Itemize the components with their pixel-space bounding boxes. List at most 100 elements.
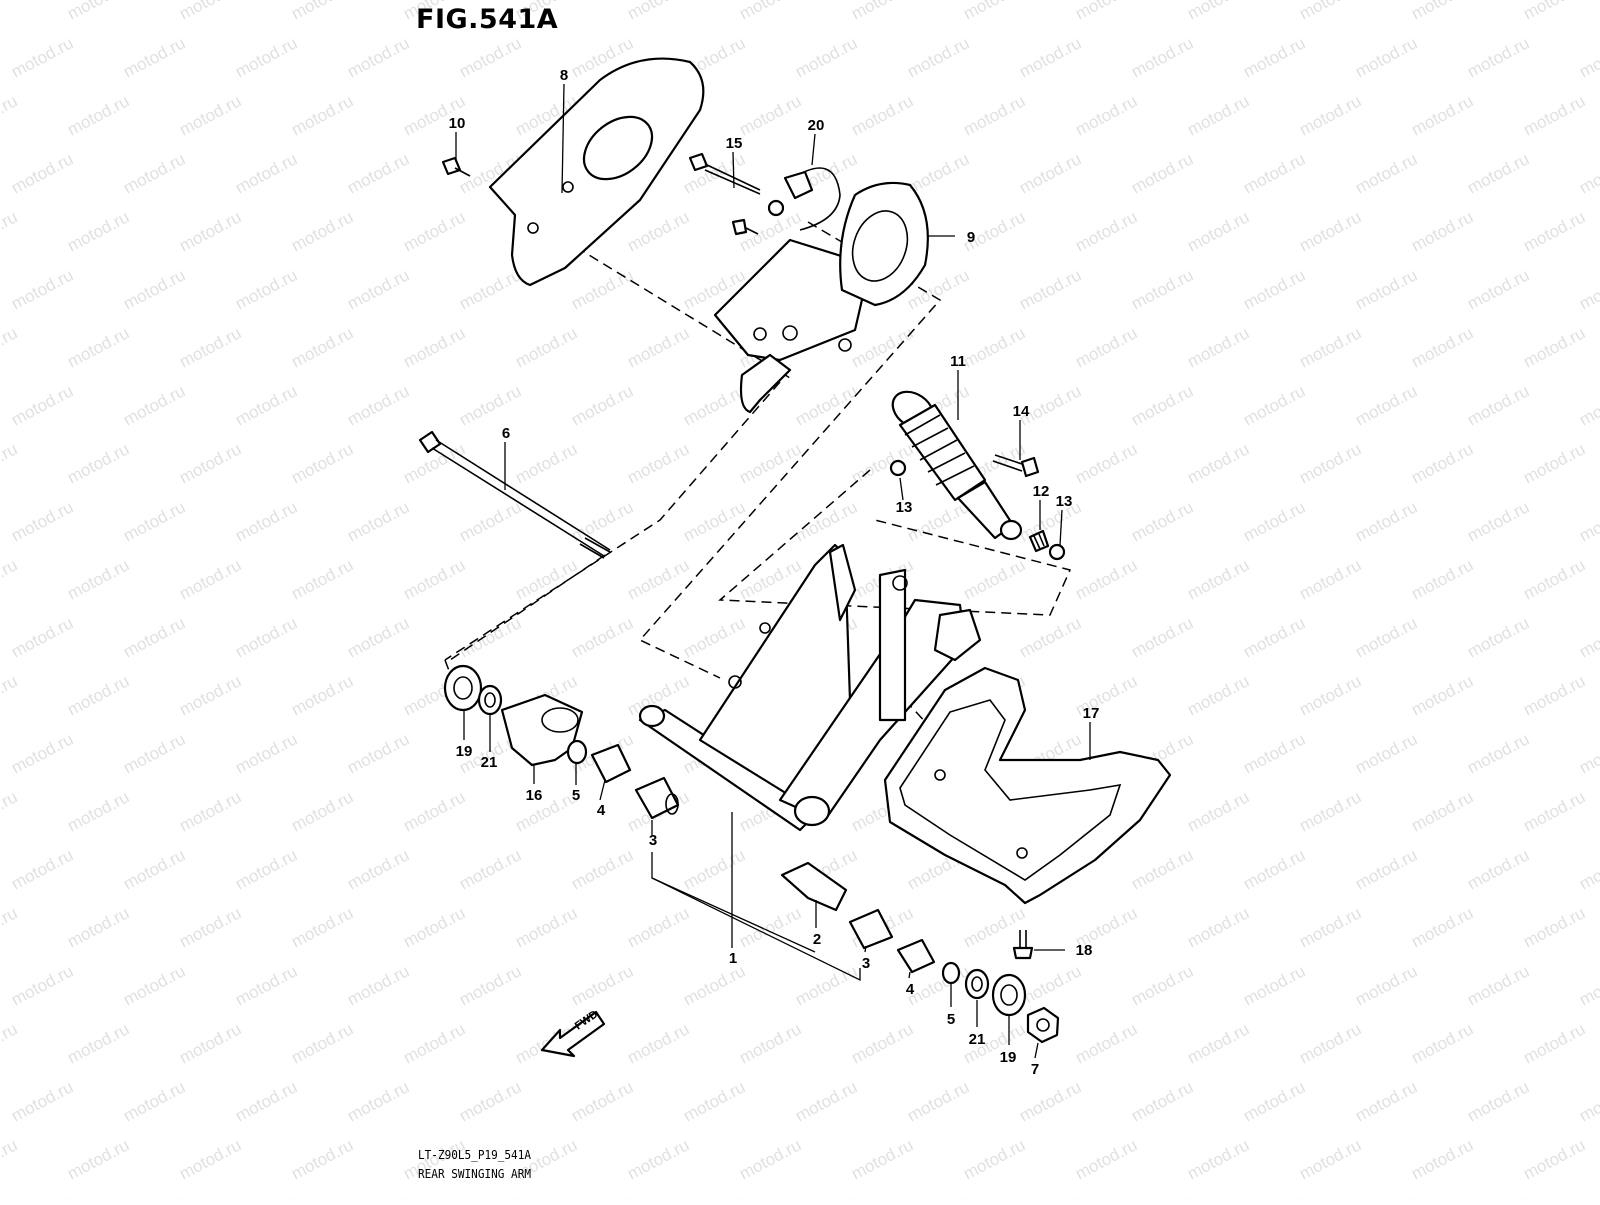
watermark-text: motod.ru	[232, 1077, 300, 1125]
watermark-text: motod.ru	[288, 439, 356, 487]
washer-21-right	[964, 968, 990, 1000]
watermark-text: motod.ru	[8, 613, 76, 661]
watermark-text: motod.ru	[1240, 1193, 1308, 1200]
watermark-text: motod.ru	[624, 323, 692, 371]
watermark-text: motod.ru	[1184, 787, 1252, 835]
spacer-4-left	[590, 743, 632, 784]
watermark-text: motod.ru	[8, 845, 76, 893]
watermark-text: motod.ru	[8, 961, 76, 1009]
watermark-text: motod.ru	[176, 1135, 244, 1183]
watermark-text: motod.ru	[1576, 381, 1600, 429]
pivot-nut-7	[1026, 1006, 1060, 1044]
watermark-text: motod.ru	[1072, 91, 1140, 139]
figure-title: FIG.541A	[416, 4, 559, 35]
callout-15: 15	[726, 135, 743, 152]
watermark-text: motod.ru	[64, 787, 132, 835]
watermark-text: motod.ru	[904, 33, 972, 81]
bushing-3-right	[848, 908, 894, 950]
watermark-text: motod.ru	[1184, 671, 1252, 719]
watermark-text: motod.ru	[1520, 787, 1588, 835]
watermark-text: motod.ru	[1240, 497, 1308, 545]
watermark-text: motod.ru	[288, 1135, 356, 1183]
callout-20: 20	[808, 117, 825, 134]
spacer-12	[1028, 529, 1050, 553]
watermark-text: motod.ru	[680, 961, 748, 1009]
watermark-text: motod.ru	[1352, 381, 1420, 429]
watermark-text: motod.ru	[512, 555, 580, 603]
watermark-text: motod.ru	[1520, 207, 1588, 255]
spacer-4-right	[896, 938, 936, 974]
watermark-text: motod.ru	[232, 381, 300, 429]
watermark-text: motod.ru	[8, 1077, 76, 1125]
watermark-text: motod.ru	[1464, 1077, 1532, 1125]
watermark-text: motod.ru	[1576, 613, 1600, 661]
callout-21-left: 21	[481, 754, 498, 771]
watermark-text: motod.ru	[120, 1077, 188, 1125]
watermark-text: motod.ru	[1576, 1077, 1600, 1125]
callout-13-upper: 13	[896, 499, 913, 516]
watermark-text: motod.ru	[1240, 1077, 1308, 1125]
watermark-text: motod.ru	[680, 845, 748, 893]
watermark-text: motod.ru	[1520, 1135, 1588, 1183]
watermark-text: motod.ru	[1408, 671, 1476, 719]
watermark-text: motod.ru	[1352, 149, 1420, 197]
watermark-text: motod.ru	[1016, 613, 1084, 661]
watermark-text: motod.ru	[848, 0, 916, 24]
watermark-text: motod.ru	[400, 1019, 468, 1067]
watermark-text: motod.ru	[1520, 555, 1588, 603]
watermark-text: motod.ru	[64, 91, 132, 139]
watermark-text: motod.ru	[792, 1193, 860, 1200]
callout-17: 17	[1083, 705, 1100, 722]
watermark-text: motod.ru	[680, 497, 748, 545]
watermark-text: motod.ru	[288, 207, 356, 255]
watermark-text: motod.ru	[792, 33, 860, 81]
watermark-text: motod.ru	[1240, 961, 1308, 1009]
watermark-text: motod.ru	[176, 323, 244, 371]
watermark-text: motod.ru	[568, 381, 636, 429]
oil-seal-19-left	[443, 664, 483, 712]
watermark-text: motod.ru	[344, 33, 412, 81]
watermark-text: motod.ru	[1240, 845, 1308, 893]
watermark-text: motod.ru	[736, 903, 804, 951]
watermark-text: motod.ru	[120, 497, 188, 545]
watermark-text: motod.ru	[0, 555, 20, 603]
watermark-text: motod.ru	[1184, 91, 1252, 139]
small-screw	[731, 218, 759, 236]
watermark-text: motod.ru	[456, 845, 524, 893]
left-pivot-parts	[443, 664, 680, 820]
watermark-text: motod.ru	[1240, 265, 1308, 313]
watermark-text: motod.ru	[624, 1135, 692, 1183]
watermark-text: motod.ru	[736, 1019, 804, 1067]
watermark-text: motod.ru	[1296, 439, 1364, 487]
callout-14: 14	[1013, 403, 1030, 420]
watermark-text: motod.ru	[0, 91, 20, 139]
watermark-text: motod.ru	[456, 961, 524, 1009]
watermark-text: motod.ru	[904, 497, 972, 545]
watermark-text: motod.ru	[120, 381, 188, 429]
watermark-text: motod.ru	[1576, 149, 1600, 197]
bracket-lines	[651, 852, 861, 982]
watermark-text: motod.ru	[1184, 439, 1252, 487]
watermark-text: motod.ru	[1520, 671, 1588, 719]
watermark-text: motod.ru	[1464, 381, 1532, 429]
callout-12: 12	[1033, 483, 1050, 500]
callout-18: 18	[1076, 942, 1093, 959]
callout-8: 8	[560, 67, 568, 84]
watermark-text: motod.ru	[1352, 497, 1420, 545]
watermark-text: motod.ru	[176, 555, 244, 603]
watermark-text: motod.ru	[456, 613, 524, 661]
figure-caption: REAR SWINGING ARM	[418, 1167, 532, 1181]
watermark-text: motod.ru	[680, 1077, 748, 1125]
watermark-text: motod.ru	[960, 323, 1028, 371]
watermark-text: motod.ru	[1408, 439, 1476, 487]
watermark-text: motod.ru	[624, 1019, 692, 1067]
watermark-text: motod.ru	[1128, 149, 1196, 197]
watermark-text: motod.ru	[400, 323, 468, 371]
callout-6: 6	[502, 425, 510, 442]
watermark-text: motod.ru	[568, 1193, 636, 1200]
callout-4-left: 4	[597, 802, 606, 819]
watermark-text: motod.ru	[120, 729, 188, 777]
watermark-text: motod.ru	[1128, 497, 1196, 545]
watermark-text: motod.ru	[64, 671, 132, 719]
watermark-text: motod.ru	[344, 149, 412, 197]
